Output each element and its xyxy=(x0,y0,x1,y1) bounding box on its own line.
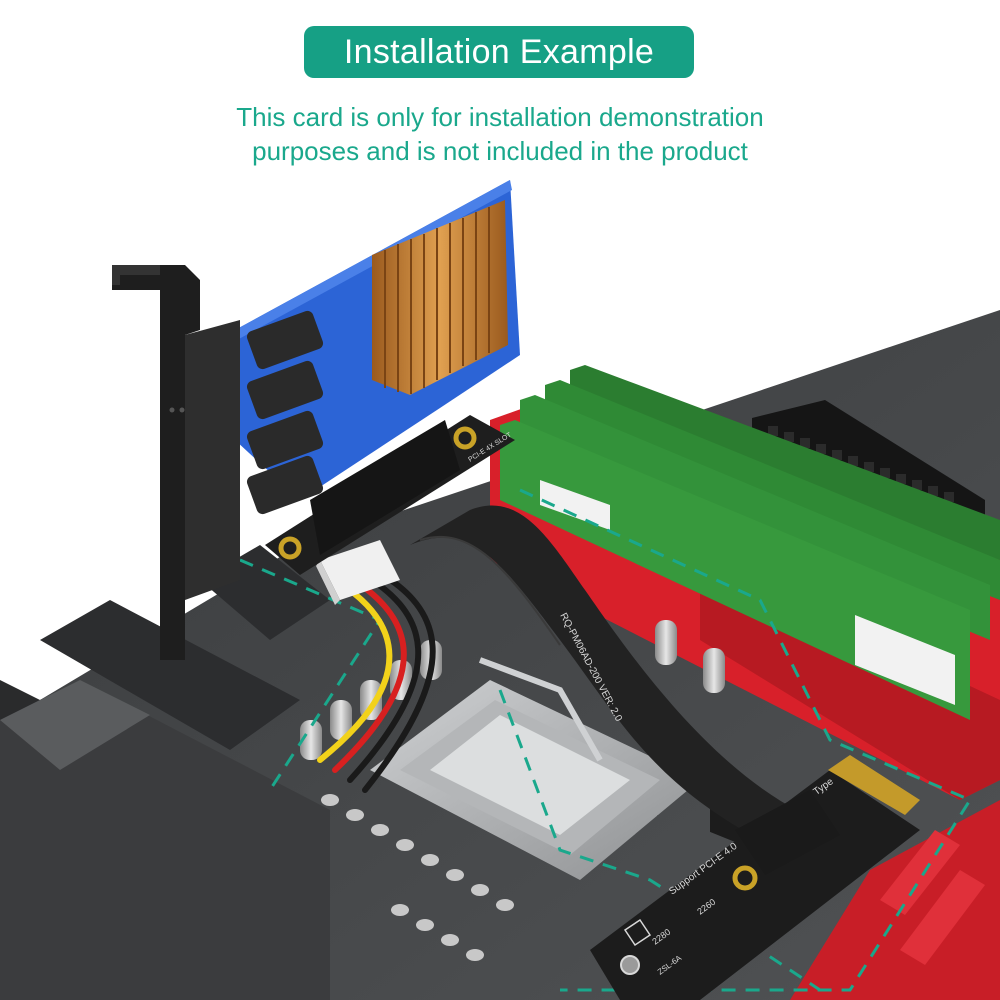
card-heatsink xyxy=(372,200,508,395)
page-title: Installation Example xyxy=(343,32,655,71)
power-connector xyxy=(316,540,400,605)
ram-module-4 xyxy=(500,420,970,720)
ram-module-1 xyxy=(570,365,1000,560)
capacitors xyxy=(300,620,725,961)
note-line-2: purposes and is not included in the prod… xyxy=(252,136,748,166)
vrm-heatsink xyxy=(0,545,330,1000)
mount-screw xyxy=(620,955,640,975)
nvme-expansion-card xyxy=(235,180,520,515)
ram-modules xyxy=(500,365,1000,892)
mount-hole-2242 xyxy=(732,865,758,891)
note-line-1: This card is only for installation demon… xyxy=(236,102,764,132)
demonstration-note: This card is only for installation demon… xyxy=(150,100,850,168)
pcie-slot-red xyxy=(790,800,1000,1000)
installation-example-badge: Installation Example xyxy=(304,26,694,78)
pcie-bracket xyxy=(112,265,240,660)
